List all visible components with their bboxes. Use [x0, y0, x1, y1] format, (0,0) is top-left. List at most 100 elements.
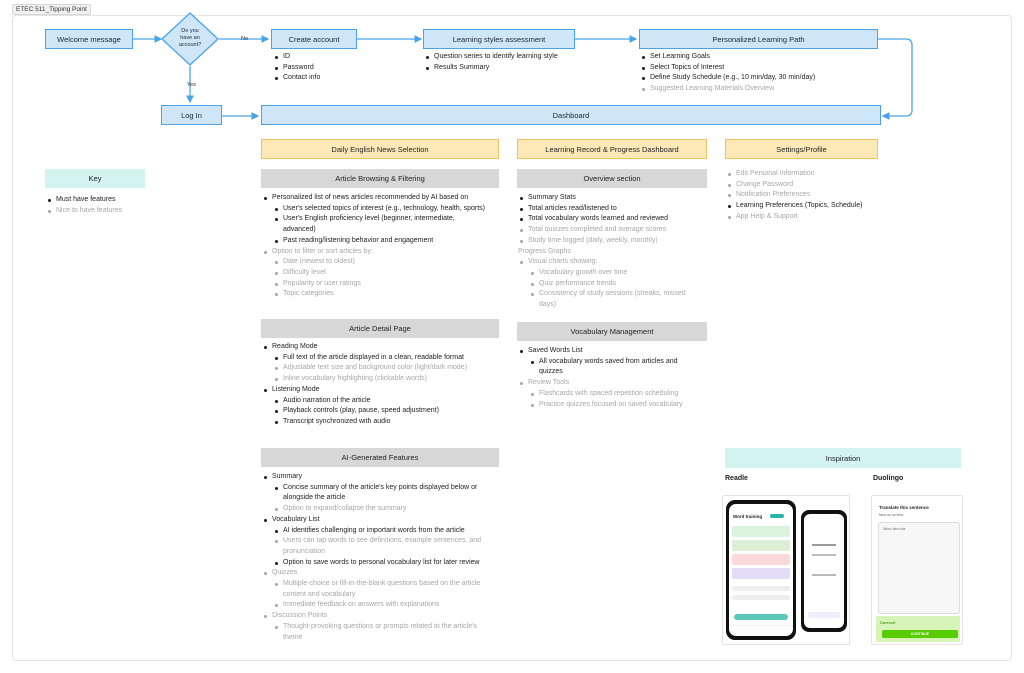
list-item: All vocabulary words saved from articles…	[518, 357, 718, 368]
list-item: content and vocabulary	[283, 590, 356, 598]
learning-styles-node: Learning styles assessment	[423, 29, 575, 49]
phone-screen-back	[804, 514, 844, 628]
duo-answer-box: Nikso fiera rita.	[878, 522, 960, 614]
duo-answer-text: Nikso fiera rita.	[883, 527, 907, 531]
key-must-have: Must have features	[46, 195, 176, 206]
edge-path-dashboard	[878, 38, 913, 120]
create-account-node: Create account	[271, 29, 357, 49]
login-node: Log In	[161, 105, 222, 125]
no-label: No	[241, 36, 249, 42]
list-item: Quizzes	[262, 568, 512, 579]
phone-screen-front: Word training	[729, 504, 793, 636]
text-line	[812, 544, 836, 546]
list-item: Discussion Points	[262, 611, 512, 622]
yes-label: Yes	[187, 82, 196, 88]
phone-frame-back	[801, 510, 847, 632]
list-item: pronunciation	[283, 547, 326, 555]
inspiration-header: Inspiration	[725, 448, 961, 468]
list-item: Total quizzes completed and average scor…	[518, 225, 718, 236]
list-item: Inline vocabulary highlighting (clickabl…	[262, 374, 512, 385]
list-item: Multiple-choice or fill-in-the-blank que…	[262, 579, 512, 590]
list-item: Total articles read/listened to	[518, 204, 718, 215]
duolingo-screenshot: Translate this sentence Mea do na tena. …	[871, 495, 963, 645]
overview-header: Overview section	[517, 169, 707, 188]
list-item: Suggested Learning Materials Overview	[640, 84, 890, 95]
list-item: Full text of the article displayed in a …	[262, 353, 512, 364]
key-header: Key	[45, 169, 145, 188]
article-browsing-list: Personalized list of news articles recom…	[262, 193, 512, 300]
list-item: Visual charts showing:	[518, 257, 718, 268]
readle-label: Readle	[725, 475, 748, 482]
list-item: Define Study Schedule (e.g., 10 min/day,…	[640, 73, 890, 84]
ai-features-header: AI-Generated Features	[261, 448, 499, 467]
list-item: Vocabulary growth over time	[518, 268, 718, 279]
list-item: Date (newest to oldest)	[262, 257, 512, 268]
answer-row	[808, 612, 840, 618]
progress-row	[732, 586, 790, 591]
list-item: Difficulty level	[262, 268, 512, 279]
duo-subtitle: Mea do na tena.	[879, 513, 905, 517]
list-item: Option to filter or sort articles by:	[262, 247, 512, 258]
list-item: ID	[273, 52, 413, 63]
list-item: Total vocabulary words learned and revie…	[518, 214, 718, 225]
progress-row	[732, 595, 790, 600]
phone-frame-front: Word training	[726, 500, 796, 640]
list-item: User's English proficiency level (beginn…	[262, 214, 512, 225]
list-item: AI identifies challenging or important w…	[262, 526, 512, 537]
section-record: Learning Record & Progress Dashboard	[517, 139, 707, 159]
toggle-icon	[770, 514, 784, 518]
list-item: days)	[539, 301, 557, 309]
welcome-node: Welcome message	[45, 29, 133, 49]
decision-label: Do you have an account?	[178, 28, 202, 48]
list-item: quizzes	[539, 368, 563, 376]
list-item: Adjustable text size and background colo…	[262, 363, 512, 374]
list-item: Option to save words to personal vocabul…	[262, 558, 512, 569]
list-item: Notification Preferences	[726, 190, 896, 201]
list-item: Learning Preferences (Topics, Schedule)	[726, 201, 896, 212]
list-item: Study time logged (daily, weekly, monthl…	[518, 236, 718, 247]
list-item: Edit Personal Information	[726, 169, 896, 180]
list-item: Audio narration of the article	[262, 396, 512, 407]
duolingo-label: Duolingo	[873, 475, 904, 482]
list-item: Popularity or user ratings	[262, 279, 512, 290]
list-item: Practice quizzes focused on saved vocabu…	[518, 400, 718, 411]
list-item: Option to expand/collapse the summary	[262, 504, 512, 515]
vocab-mgmt-header: Vocabulary Management	[517, 322, 707, 341]
list-item: Past reading/listening behavior and enga…	[262, 236, 512, 247]
list-item: Contact info	[273, 73, 413, 84]
list-item: Saved Words List	[518, 346, 718, 357]
readle-screenshot: Word training	[722, 495, 850, 645]
key-list: Must have features Nice to have features	[46, 195, 176, 216]
list-item: Review Tools	[518, 378, 718, 389]
article-browsing-header: Article Browsing & Filtering	[261, 169, 499, 188]
frame-title: ETEC 511_Tipping Point	[12, 4, 91, 15]
duo-feedback-panel: Correct! CONTINUE	[876, 616, 960, 642]
list-item: Thought-provoking questions or prompts r…	[262, 622, 512, 633]
list-item: Reading Mode	[262, 342, 512, 353]
list-item: Summary Stats	[518, 193, 718, 204]
personalized-path-node: Personalized Learning Path	[639, 29, 878, 49]
word-card	[732, 568, 790, 579]
list-item: User's selected topics of interest (e.g.…	[262, 204, 512, 215]
key-nice-to-have: Nice to have features	[46, 206, 176, 217]
list-item: alongside the article	[283, 494, 346, 502]
list-item: Personalized list of news articles recom…	[262, 193, 512, 204]
list-item: Set Learning Goals	[640, 52, 890, 63]
readle-action-button	[734, 614, 788, 620]
readle-tab-bar	[729, 625, 793, 636]
text-line	[812, 574, 836, 576]
list-item: Summary	[262, 472, 512, 483]
list-item: Vocabulary List	[262, 515, 512, 526]
list-item: Playback controls (play, pause, speed ad…	[262, 406, 512, 417]
learning-styles-list: Question series to identify learning sty…	[424, 52, 624, 73]
duo-correct-label: Correct!	[880, 620, 896, 625]
list-item: Users can tap words to see definitions, …	[262, 536, 512, 547]
list-item: Concise summary of the article's key poi…	[262, 483, 512, 494]
decision-diamond	[161, 12, 219, 66]
